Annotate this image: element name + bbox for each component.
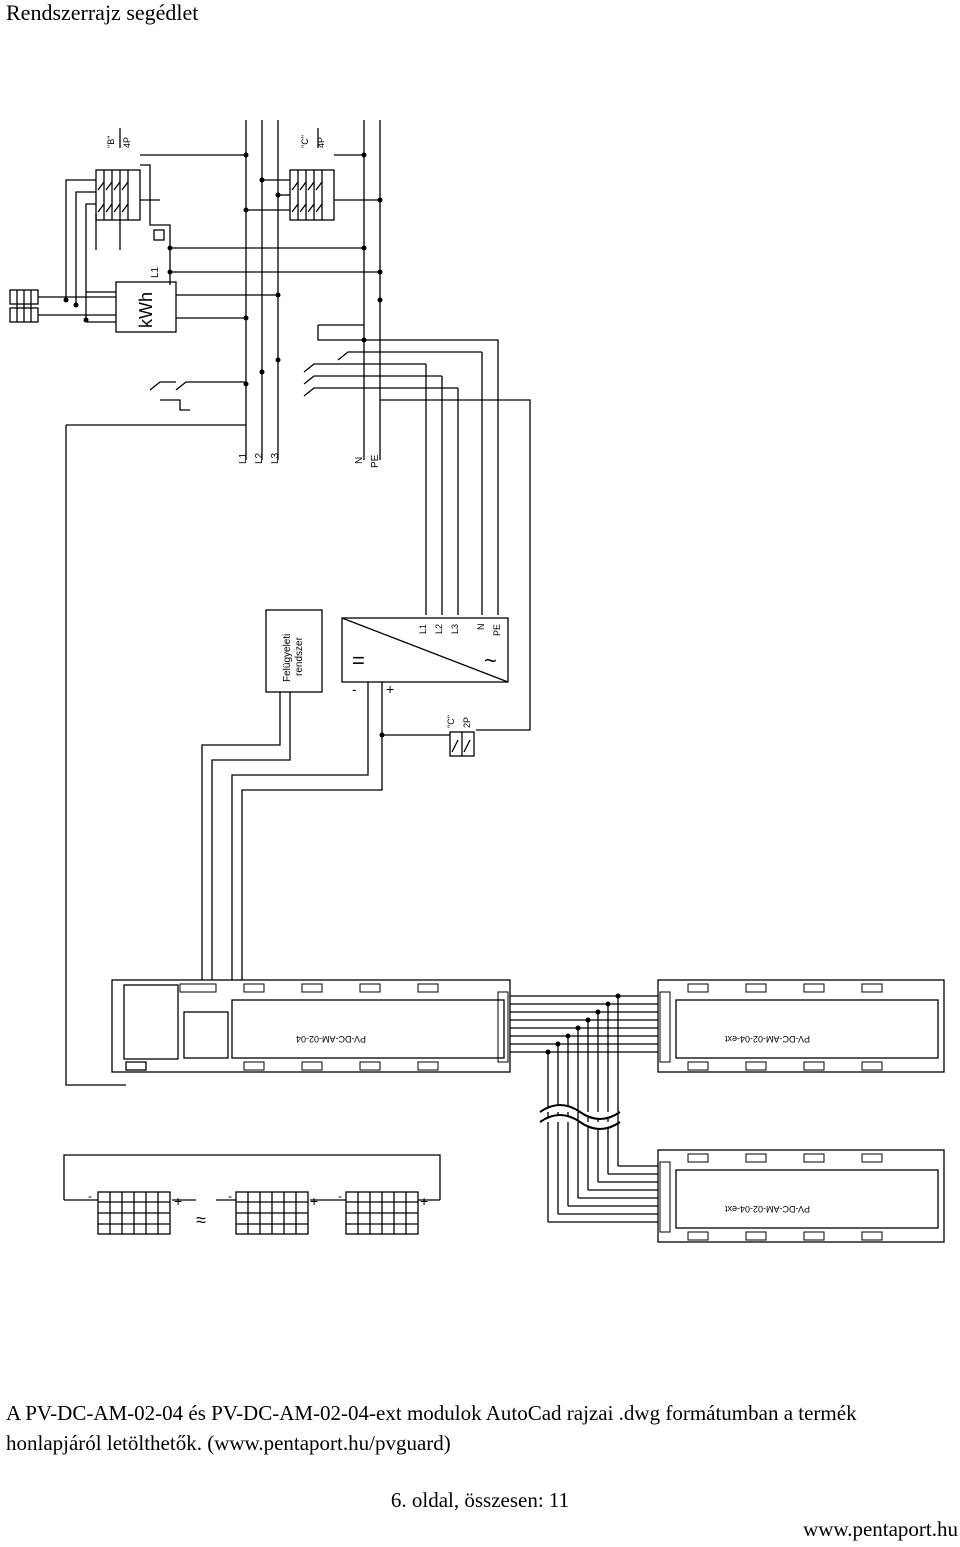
page-number: 6. oldal, összesen: 11	[390, 1488, 570, 1512]
ac-disconnect-switches	[65, 324, 531, 1086]
svg-text:=: =	[352, 648, 365, 673]
svg-text:PV-DC-AM-02-04-ext: PV-DC-AM-02-04-ext	[724, 1204, 810, 1214]
svg-text:L2: L2	[434, 624, 444, 634]
grid-connector	[9, 289, 116, 323]
svg-text:-: -	[228, 1189, 232, 1203]
svg-text:-: -	[338, 1189, 342, 1203]
breaker-c: "C" 4P	[289, 128, 335, 221]
svg-text:+: +	[386, 681, 394, 697]
pv-panel-1	[97, 1191, 171, 1235]
svg-text:L2: L2	[254, 452, 265, 464]
svg-text:PV-DC-AM-02-04: PV-DC-AM-02-04	[296, 1034, 366, 1044]
svg-text:+: +	[310, 1193, 318, 1209]
svg-text:"C": "C"	[446, 715, 456, 728]
footer-url: www.pentaport.hu	[803, 1517, 958, 1541]
dc-breaker: "C" 2P	[446, 715, 475, 757]
svg-text:rendszer: rendszer	[294, 636, 305, 676]
svg-text:4P: 4P	[316, 137, 326, 148]
svg-text:+: +	[420, 1193, 428, 1209]
svg-text:-: -	[352, 681, 357, 697]
svg-text:4P: 4P	[122, 137, 132, 148]
svg-text:PV-DC-AM-02-04-ext: PV-DC-AM-02-04-ext	[724, 1034, 810, 1044]
module-ext-1: PV-DC-AM-02-04-ext	[657, 979, 945, 1073]
pv-string: - + - + - + ≈	[63, 1154, 441, 1235]
module-main: PV-DC-AM-02-04	[111, 979, 511, 1073]
svg-text:L1: L1	[238, 452, 249, 464]
svg-text:L3: L3	[450, 624, 460, 634]
svg-text:2P: 2P	[462, 717, 472, 728]
svg-text:≈: ≈	[196, 1210, 206, 1230]
svg-text:L1: L1	[418, 624, 428, 634]
svg-text:+: +	[174, 1193, 182, 1209]
svg-text:kWh: kWh	[136, 292, 156, 328]
caption-text: A PV-DC-AM-02-04 és PV-DC-AM-02-04-ext m…	[6, 1401, 857, 1455]
svg-text:Felügyeleti: Felügyeleti	[282, 634, 293, 682]
breaker-b-wiring	[65, 154, 246, 320]
svg-text:N: N	[354, 457, 365, 464]
inverter: = ~ - + L1 L2 L3 N PE	[231, 617, 509, 980]
svg-text:L3: L3	[270, 452, 281, 464]
junction-dots	[63, 152, 621, 1055]
svg-text:L1: L1	[150, 266, 161, 278]
svg-text:~: ~	[484, 648, 497, 673]
monitoring-system: Felügyeleti rendszer	[201, 609, 323, 980]
svg-text:-: -	[88, 1189, 92, 1203]
pv-panel-2	[235, 1191, 309, 1235]
pv-panel-3	[345, 1191, 419, 1235]
svg-text:PE: PE	[370, 454, 381, 468]
energy-meter: kWh	[86, 281, 278, 333]
svg-text:N: N	[476, 624, 486, 631]
bus-lines	[245, 120, 381, 460]
module-interconnect	[510, 995, 658, 1223]
svg-text:"C": "C"	[300, 135, 310, 148]
breaker-c-wiring	[246, 154, 380, 211]
page-header: Rendszerrajz segédlet	[6, 0, 199, 25]
svg-text:"B": "B"	[106, 136, 116, 148]
module-ext-2: PV-DC-AM-02-04-ext	[657, 1149, 945, 1243]
wiring-diagram: L1 L2 L3 N PE "B" 4P "C" 4P	[9, 120, 945, 1243]
bus-labels: L1 L2 L3 N PE	[238, 452, 381, 468]
meter-ln-labels: L1	[150, 229, 380, 285]
breaker-b: "B" 4P	[95, 128, 141, 221]
svg-text:PE: PE	[492, 624, 502, 636]
